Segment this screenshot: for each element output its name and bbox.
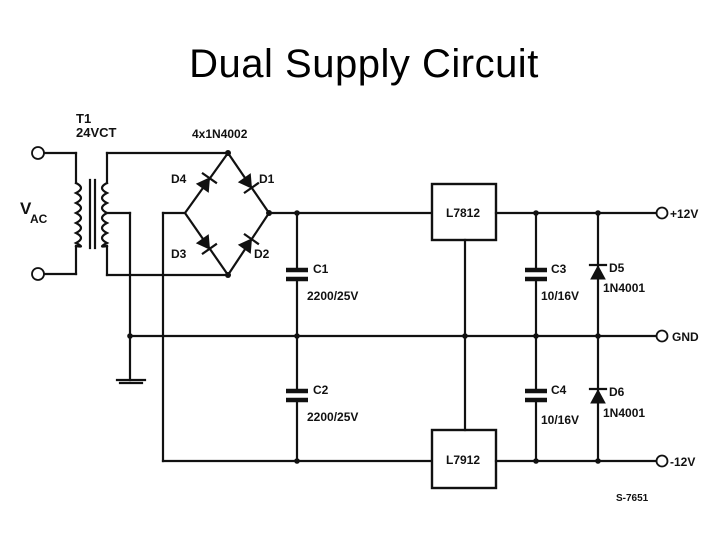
regulator-l7912-label: L7912 [446, 453, 480, 467]
bridge-label: 4x1N4002 [192, 127, 248, 141]
diode-d6-part: 1N4001 [603, 406, 645, 420]
diode-d3 [195, 234, 218, 256]
capacitor-c2-value: 2200/25V [307, 410, 358, 424]
vac-subscript: AC [30, 212, 48, 226]
transformer-name: T1 [76, 111, 91, 126]
diode-d2 [237, 232, 260, 254]
figure-code: S-7651 [616, 493, 649, 504]
output-terminal-negative [655, 454, 669, 468]
regulator-l7812-label: L7812 [446, 206, 480, 220]
capacitor-c2: C2 2200/25V [286, 334, 358, 463]
output-terminal-positive [655, 206, 669, 220]
regulator-l7912: L7912 [430, 334, 498, 490]
diode-d1 [237, 173, 260, 195]
vac-label: V [20, 199, 32, 218]
capacitor-c4-value: 10/16V [541, 413, 579, 427]
output-ground-label: GND [672, 330, 699, 344]
diode-d5: D5 1N4001 [588, 211, 645, 338]
ac-input: V AC [20, 146, 78, 281]
bridge-rectifier: 4x1N4002 [171, 127, 275, 278]
regulator-l7812: L7812 [430, 182, 498, 338]
diode-d6: D6 1N4001 [588, 334, 645, 463]
output-positive-label: +12V [670, 207, 698, 221]
output-negative-label: -12V [670, 455, 695, 469]
diode-d4-label: D4 [171, 172, 187, 186]
transformer-rating: 24VCT [76, 125, 117, 140]
capacitor-c3-value: 10/16V [541, 289, 579, 303]
slide-title: Dual Supply Circuit [189, 42, 539, 86]
capacitor-c1-value: 2200/25V [307, 289, 358, 303]
transformer-t1: T1 24VCT [73, 111, 132, 277]
capacitor-c3-name: C3 [551, 262, 567, 276]
capacitor-c2-name: C2 [313, 383, 329, 397]
diode-d5-name: D5 [609, 261, 625, 275]
ac-input-terminal-bottom [31, 267, 45, 281]
capacitor-c3: C3 10/16V [525, 211, 579, 338]
capacitor-c4: C4 10/16V [525, 334, 579, 463]
output-terminal-ground [655, 329, 669, 343]
ac-input-terminal-top [31, 146, 45, 160]
capacitor-c4-name: C4 [551, 383, 567, 397]
diode-d3-label: D3 [171, 247, 187, 261]
secondary-wiring [105, 151, 230, 385]
output-terminals: +12V GND -12V [655, 206, 699, 469]
diode-d1-label: D1 [259, 172, 275, 186]
diode-d2-label: D2 [254, 247, 270, 261]
diode-d6-name: D6 [609, 385, 625, 399]
capacitor-c1: C1 2200/25V [286, 211, 358, 338]
diode-d4 [195, 171, 218, 193]
diode-d5-part: 1N4001 [603, 281, 645, 295]
capacitor-c1-name: C1 [313, 262, 329, 276]
